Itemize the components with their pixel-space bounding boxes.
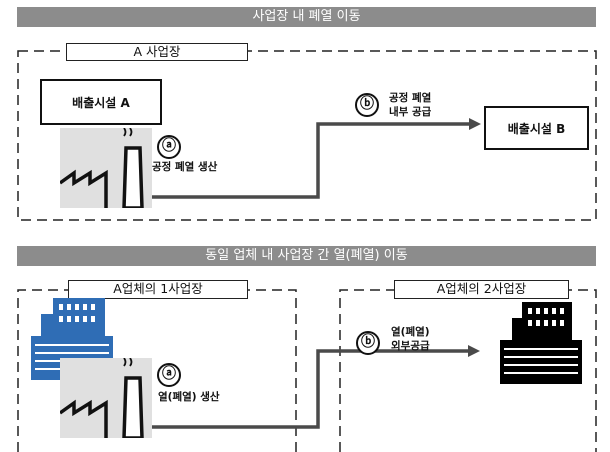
site-a-label: A 사업장: [66, 43, 248, 61]
flow-line-1: [150, 122, 472, 199]
facility-b-box: 배출시설 B: [484, 106, 589, 150]
step-b-label-line2: 내부 공급: [389, 106, 432, 118]
flow-arrowhead-1: [469, 118, 481, 130]
step-b-label-2-line2: 외부공급: [391, 340, 430, 352]
factory-icon: [60, 358, 152, 438]
step-a-marker-2: ⓐ: [157, 363, 181, 387]
step-a-label: 공정 폐열 생산: [152, 161, 218, 173]
step-b-marker: ⓑ: [355, 93, 379, 117]
step-b-label-2-line1: 열(폐열): [391, 326, 430, 338]
flow-arrowhead-2: [468, 345, 480, 357]
site2-label: A업체의 2사업장: [394, 280, 569, 299]
step-b-marker-2: ⓑ: [356, 331, 380, 355]
black-building-icon: [500, 302, 582, 384]
flow-line-2: [150, 349, 470, 429]
step-b-label-2: 열(폐열) 외부공급: [391, 325, 430, 353]
site-a-boundary: [17, 50, 597, 221]
step-b-label: 공정 폐열 내부 공급: [389, 91, 431, 119]
step-a-label-2: 열(폐열) 생산: [158, 391, 220, 403]
section1-banner: 사업장 내 폐열 이동: [17, 7, 596, 27]
facility-a-box: 배출시설 A: [40, 79, 162, 125]
factory-icon: [60, 128, 152, 208]
step-b-label-line1: 공정 폐열: [389, 92, 432, 104]
site1-boundary: [17, 289, 297, 452]
section2-banner: 동일 업체 내 사업장 간 열(폐열) 이동: [17, 246, 596, 266]
step-a-marker: ⓐ: [157, 135, 181, 159]
site1-label: A업체의 1사업장: [68, 280, 248, 299]
